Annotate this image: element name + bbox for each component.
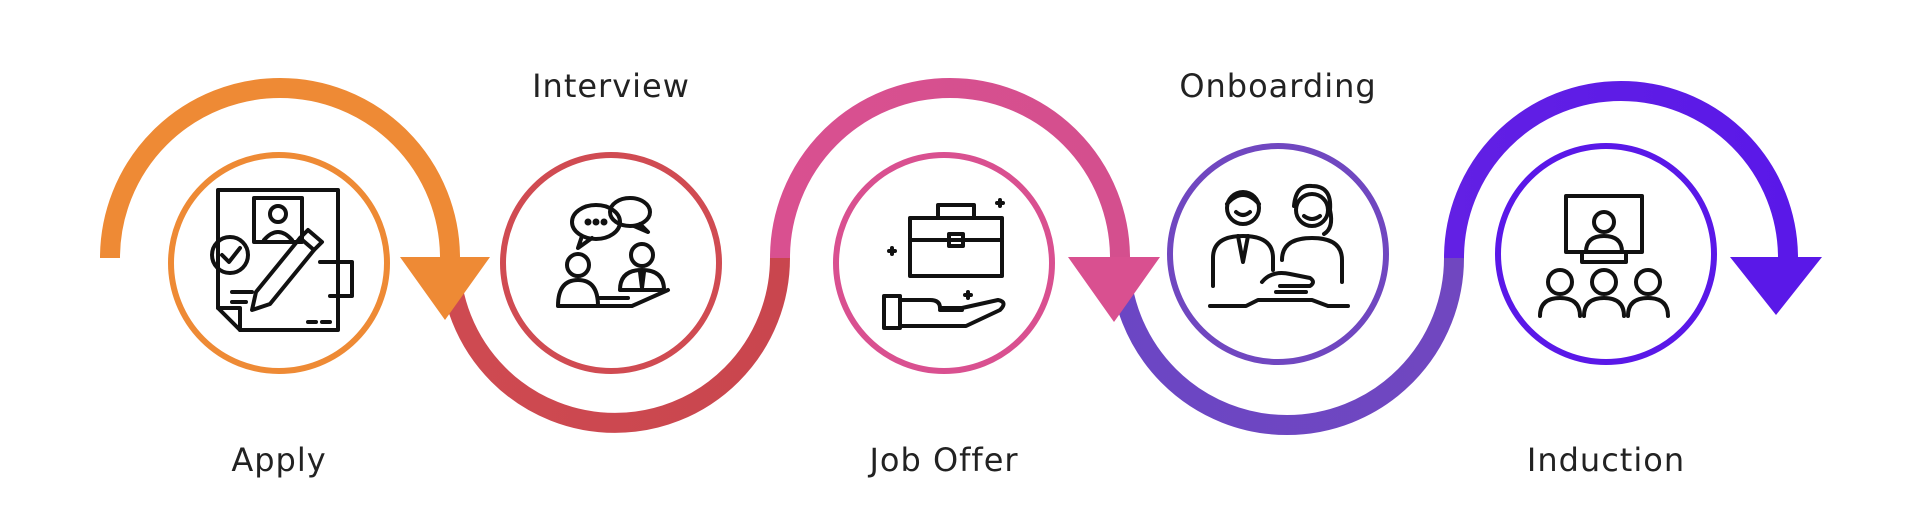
step-circle-job-offer [833, 152, 1055, 374]
flow-arc-onboarding [1110, 257, 1464, 435]
step-label-interview: Interview [532, 67, 690, 105]
interview-icon [556, 196, 670, 308]
flow-arc-job-offer [770, 78, 1130, 259]
step-label-onboarding: Onboarding [1179, 67, 1377, 105]
step-label-apply: Apply [231, 441, 327, 479]
step-circle-onboarding [1167, 143, 1389, 365]
flow-arc-interview [440, 257, 790, 433]
presentation-icon [1538, 194, 1670, 318]
arrow-down-icon [1068, 257, 1160, 322]
flow-arc-induction [1444, 81, 1798, 259]
step-label-induction: Induction [1526, 441, 1686, 479]
step-circle-interview [500, 152, 722, 374]
application-form-icon [210, 188, 354, 332]
job-offer-icon [882, 198, 1006, 330]
flow-arc-apply [100, 78, 460, 259]
arrow-down-icon [1730, 257, 1822, 315]
step-label-job-offer: Job Offer [869, 441, 1019, 479]
flow-path [100, 78, 1798, 435]
arrow-down-icon [400, 257, 490, 320]
handshake-icon [1208, 183, 1350, 308]
